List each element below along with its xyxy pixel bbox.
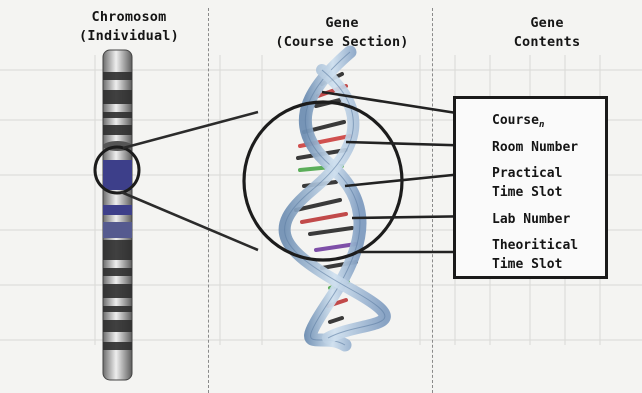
gene-item-practical-time-slot: Practical Time Slot xyxy=(492,164,562,202)
course-label: Course xyxy=(492,113,539,128)
gene-contents-box: Coursen Room Number Practical Time Slot … xyxy=(453,96,608,279)
gene-item-course: Coursen xyxy=(492,111,544,135)
gene-item-lab-number: Lab Number xyxy=(492,210,570,229)
course-subscript: n xyxy=(539,120,544,130)
gene-item-theoretical-time-slot: Theoritical Time Slot xyxy=(492,236,578,274)
zoom-connector-lines xyxy=(121,112,258,250)
gene-item-room-number: Room Number xyxy=(492,138,578,157)
chromosome xyxy=(103,50,132,380)
dna-helix xyxy=(285,52,385,345)
